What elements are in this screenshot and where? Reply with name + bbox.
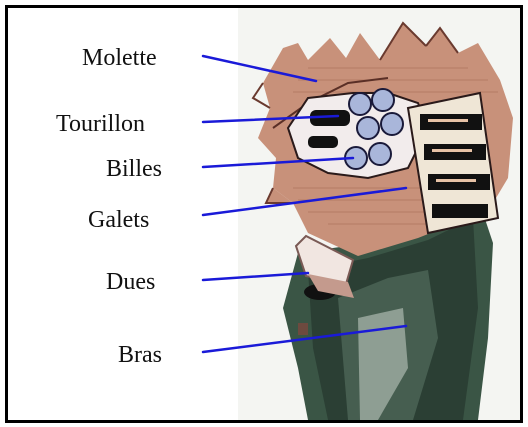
label-bras: Bras [118,343,162,367]
label-tourillon: Tourillon [56,112,145,136]
label-dues: Dues [106,270,155,294]
label-galets: Galets [88,208,149,232]
label-billes: Billes [106,157,162,181]
figure-frame: Molette Tourillon Billes Galets Dues Bra… [5,5,523,423]
label-molette: Molette [82,46,157,70]
